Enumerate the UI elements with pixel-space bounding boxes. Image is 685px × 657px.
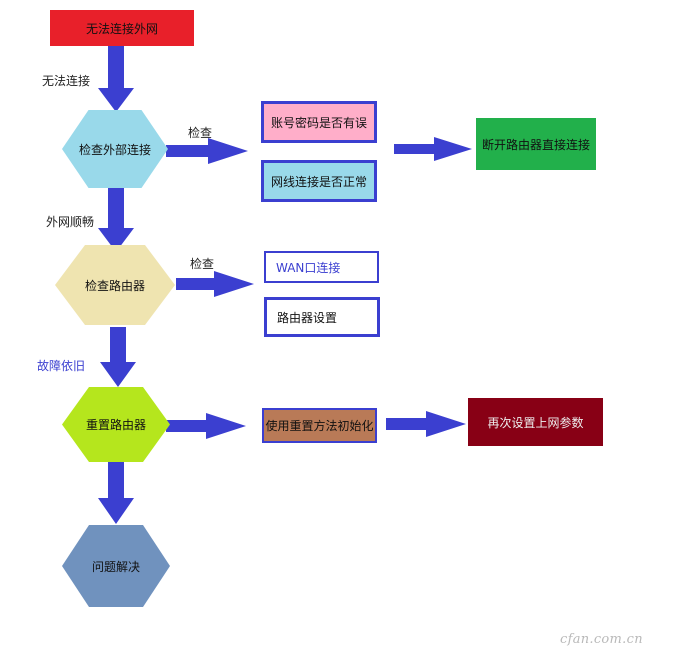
reset-router-label: 重置路由器 [85, 418, 146, 432]
start-box: 无法连接外网 [50, 10, 194, 46]
reset-router-hexagon: 重置路由器 [62, 387, 170, 462]
arrow-reinit-to-reconfigure [386, 411, 466, 437]
check-router-hexagon: 检查路由器 [55, 245, 175, 325]
arrow-reset-to-solved [98, 462, 134, 524]
wan-port-box: WAN口连接 [264, 251, 379, 283]
check-router-label: 检查路由器 [84, 278, 145, 293]
disconnect-router-label: 断开路由器直接连接 [481, 137, 590, 152]
router-settings-box: 路由器设置 [264, 297, 380, 337]
cable-check-label: 网线连接是否正常 [270, 174, 367, 189]
reconfigure-label: 再次设置上网参数 [487, 415, 584, 430]
start-label: 无法连接外网 [85, 21, 158, 36]
arrow-check-external-to-check-router [98, 188, 134, 252]
watermark: cfan.com.cn [560, 632, 643, 647]
router-settings-label: 路由器设置 [277, 310, 338, 325]
account-check-label: 账号密码是否有误 [270, 115, 367, 130]
reinit-box: 使用重置方法初始化 [262, 408, 377, 443]
cable-check-box: 网线连接是否正常 [261, 160, 377, 202]
edge-label-check-2: 检查 [190, 257, 215, 271]
solved-label: 问题解决 [91, 559, 140, 574]
solved-hexagon: 问题解决 [62, 525, 170, 607]
arrow-start-to-check-external [98, 46, 134, 112]
check-external-label: 检查外部连接 [78, 142, 151, 157]
account-check-box: 账号密码是否有误 [261, 101, 377, 143]
reconfigure-box: 再次设置上网参数 [468, 398, 603, 446]
wan-port-label: WAN口连接 [276, 260, 341, 275]
edge-label-still-faulty: 故障依旧 [37, 359, 86, 373]
edge-label-cannot-connect: 无法连接 [42, 74, 91, 88]
reinit-label: 使用重置方法初始化 [265, 419, 374, 433]
arrow-checks-to-disconnect [394, 137, 472, 161]
edge-label-check-1: 检查 [188, 126, 213, 140]
edge-label-external-ok: 外网顺畅 [46, 215, 95, 229]
arrow-check-router-to-router-checks [176, 271, 254, 297]
arrow-reset-to-reinit [166, 413, 246, 439]
arrow-check-external-to-checks [166, 138, 248, 164]
disconnect-router-box: 断开路由器直接连接 [476, 118, 596, 170]
arrow-check-router-to-reset [100, 327, 136, 387]
